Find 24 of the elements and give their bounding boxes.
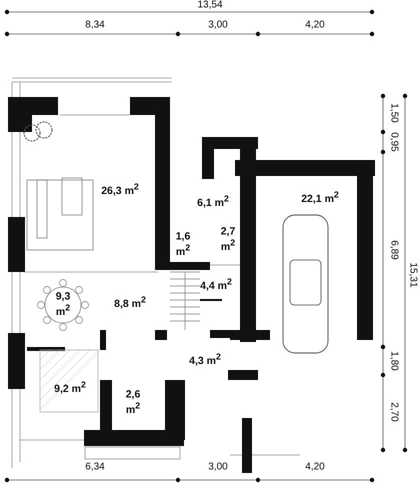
room-area-text: 2,6 m$^{2}$: [124, 390, 142, 416]
dimension-text: 15,31: [408, 262, 418, 288]
room-area-text: 4,3 m$^{2}$: [189, 352, 221, 368]
room-area-text: 9,3 m$^{2}$: [54, 292, 72, 318]
room-area-text: 1,6 m$^{2}$: [174, 232, 192, 258]
dimension-text: 8,34: [85, 20, 105, 30]
room-area-text: 6,1 m$^{2}$: [197, 194, 229, 210]
dimension-text: 1,80: [388, 351, 400, 371]
dimension-text: 13,54: [197, 0, 223, 10]
dimension-text: 1,50: [388, 103, 400, 123]
room-area-text: 4,4 m$^{2}$: [200, 277, 232, 293]
room-area-text: 2,7 m$^{2}$: [220, 226, 236, 254]
room-area-text: 22,1 m$^{2}$: [301, 190, 339, 206]
room-area-text: 9,2 m$^{2}$: [54, 380, 86, 396]
dimension-text: 3,00: [208, 20, 228, 30]
dimension-text: 3,00: [208, 462, 228, 472]
dimension-text: 4,20: [305, 20, 325, 30]
dimension-text: 6,34: [85, 462, 105, 472]
dimension-text: 0,95: [388, 132, 400, 152]
dimension-text: 2,70: [388, 402, 400, 422]
room-area-text: 26,3 m$^{2}$: [101, 182, 139, 198]
dimension-text: 6,89: [388, 240, 400, 260]
room-area-text: 8,8 m$^{2}$: [114, 295, 146, 311]
dimension-text: 4,20: [305, 462, 325, 472]
